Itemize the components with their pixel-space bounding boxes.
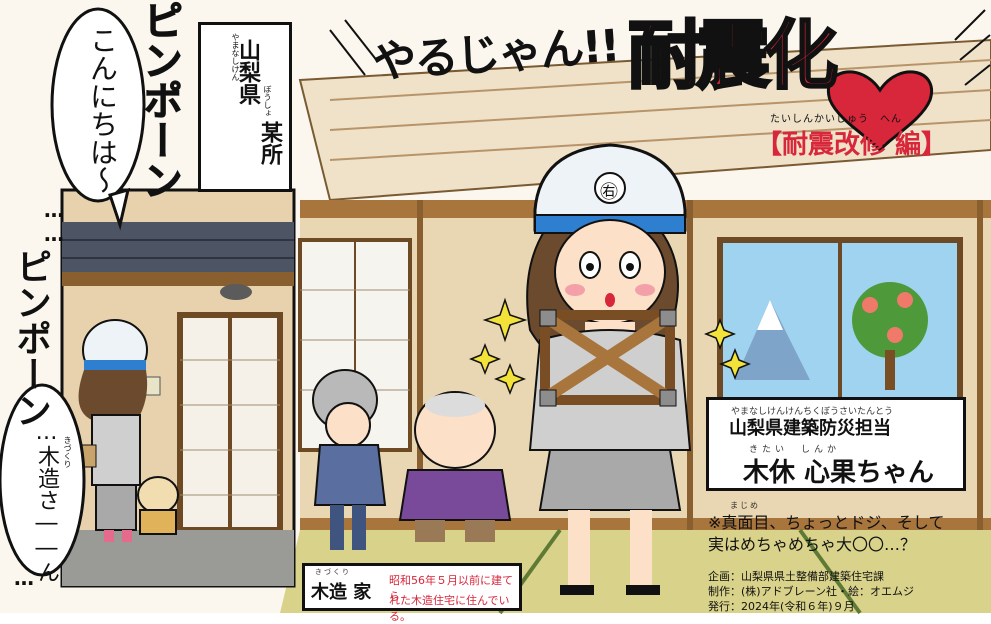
house-box: きづくり 木造 家 昭和56年５月以前に建てら れた木造住宅に住んでいる。	[302, 563, 522, 623]
speech-call-furigana: きづくり	[63, 436, 72, 468]
credits-plan: 企画：山梨県県土整備部建築住宅課	[708, 570, 884, 583]
speed-lines	[329, 9, 991, 86]
character-name: 木休 心果ちゃん	[743, 458, 935, 488]
speech-call: …木造さ――ん	[34, 420, 59, 583]
ceiling	[298, 38, 991, 202]
elderly-woman	[312, 369, 387, 550]
place-caption: やまなしけん 山梨県 ぼうしょ 某所	[198, 22, 292, 192]
heart-icon	[826, 70, 934, 153]
character-furigana: やまなしけんけんちくぼうさいたんとう	[731, 407, 894, 417]
house-furigana: きづくり	[315, 568, 351, 576]
visitor-character	[78, 319, 148, 542]
sfx-pinpon-1: ピンポーン	[136, 0, 183, 201]
brace-frame	[539, 309, 677, 407]
character-box: やまなしけんけんちくぼうさいたんとう 山梨県建築防災担当 きたい しんか 木休 …	[706, 397, 966, 491]
place-furigana-right: ぼうしょ	[263, 85, 272, 117]
speech-greeting: こんにちは〜	[86, 26, 119, 194]
title-furigana: たいしんかいしゅう へん	[770, 114, 902, 125]
place-prefecture: 山梨県	[235, 39, 260, 105]
title-subtitle: 【耐震改修 編】	[756, 130, 948, 160]
speech-bubble-greeting	[50, 7, 146, 231]
credits-issue: 発行：2024年(令和６年)９月	[708, 600, 855, 613]
place-somewhere: 某所	[257, 121, 282, 165]
lucky-figure	[137, 476, 179, 535]
speech-ellipsis: ……	[42, 198, 66, 246]
sfx-pinpon-2: ピンポーン	[10, 248, 51, 428]
house-label: 木造 家	[311, 582, 372, 603]
speech-trail: …	[12, 566, 36, 590]
room-right-window	[717, 237, 963, 403]
character-name-furigana: きたい しんか	[749, 445, 841, 455]
helmet-mark-icon: ㊨	[600, 182, 618, 203]
speech-bubble-call	[0, 383, 86, 577]
house-desc-line1: 昭和56年５月以前に建てら	[389, 574, 513, 603]
sparkle-icons	[468, 297, 752, 396]
credits-production: 制作：(株)アドブレーン社・絵：オエムジ	[708, 585, 915, 598]
elderly-man	[398, 391, 512, 542]
place-furigana-left: やまなしけん	[231, 33, 240, 81]
note-line1: ※真面目、ちょっとドジ、そして	[708, 513, 945, 532]
title-main: 耐震化	[627, 12, 840, 101]
house-desc-line2: れた木造住宅に住んでいる。	[389, 594, 510, 623]
character-role: 山梨県建築防災担当	[729, 418, 891, 439]
note-furigana: まじめ	[730, 501, 760, 510]
note-line2: 実はめちゃめちゃ大〇〇…？	[708, 535, 917, 554]
